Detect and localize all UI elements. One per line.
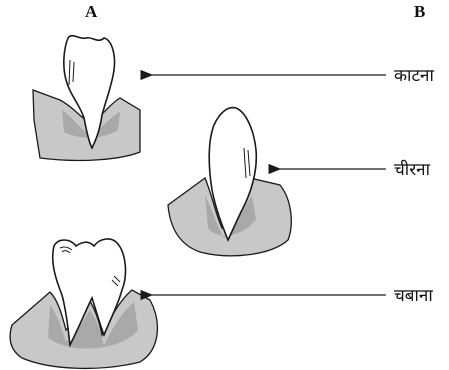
molar-tooth xyxy=(9,238,159,370)
column-a-heading: A xyxy=(85,2,98,21)
molar-crown xyxy=(51,238,127,348)
label-cutting: काटना xyxy=(394,66,434,86)
canine-crown xyxy=(208,106,258,242)
label-tearing: चीरना xyxy=(394,160,430,180)
label-chewing: चबाना xyxy=(394,286,433,306)
column-b-heading: B xyxy=(414,2,426,21)
incisor-gum-shadow xyxy=(62,110,120,138)
molar-gum-shadow xyxy=(48,302,138,349)
incisor-tooth xyxy=(32,34,141,162)
canine-tooth xyxy=(167,106,292,257)
incisor-crown xyxy=(63,34,116,150)
canine-gum-shadow xyxy=(205,195,256,238)
